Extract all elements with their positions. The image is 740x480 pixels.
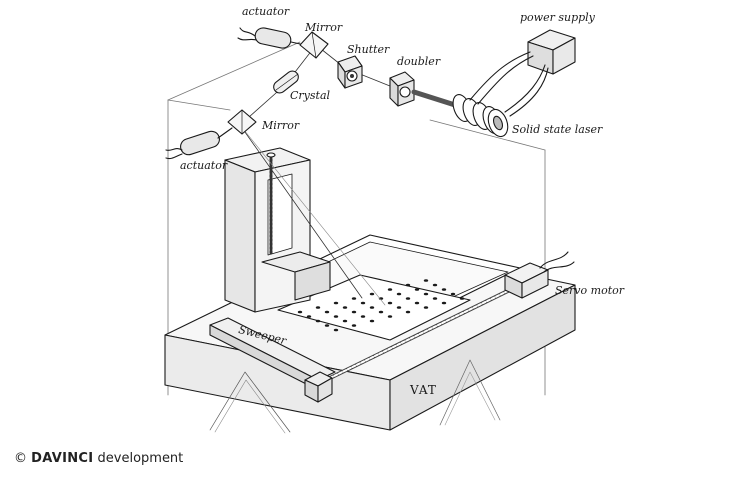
platform-hole <box>423 306 429 309</box>
servo-rail <box>304 283 522 403</box>
solid-state-laser <box>411 89 509 138</box>
platform-holes <box>297 279 465 332</box>
label-doubler: doubler <box>397 55 441 68</box>
platform-hole <box>360 315 366 318</box>
platform-hole <box>405 283 411 287</box>
brand-suffix: development <box>97 451 184 466</box>
platform-hole <box>351 310 357 314</box>
platform-hole <box>423 279 429 282</box>
servo-motor <box>504 251 575 299</box>
platform-hole <box>351 297 357 300</box>
label-mirror-top: Mirror <box>305 21 343 34</box>
platform-hole <box>333 315 339 318</box>
platform-hole <box>342 306 348 309</box>
platform-hole <box>324 324 330 327</box>
platform-hole <box>387 301 393 305</box>
label-vat: VAT <box>410 383 437 397</box>
platform-hole <box>450 292 456 296</box>
platform-hole <box>387 315 393 318</box>
mirror-top <box>299 31 329 59</box>
platform-hole <box>396 306 402 309</box>
platform-hole <box>342 319 348 323</box>
platform-hole <box>333 301 339 305</box>
platform-hole <box>459 297 465 300</box>
power-supply <box>469 29 576 117</box>
platform-hole <box>369 319 375 323</box>
label-solid-state-laser: Solid state laser <box>512 123 603 136</box>
platform-hole <box>441 288 447 291</box>
platform-hole <box>423 292 429 296</box>
copyright-notice: © DAVINCI development <box>14 452 183 465</box>
platform-hole <box>324 310 330 314</box>
platform-hole <box>414 288 420 291</box>
platform-hole <box>405 297 411 300</box>
platform-hole <box>414 301 420 305</box>
crystal <box>273 70 299 94</box>
platform-hole <box>432 283 438 287</box>
platform-hole <box>369 292 375 296</box>
label-shutter: Shutter <box>347 43 390 56</box>
doubler <box>389 71 415 107</box>
label-mirror-lower: Mirror <box>262 119 300 132</box>
elevator-tower <box>224 147 331 313</box>
platform-hole <box>315 306 321 309</box>
brand-name: DAVINCI <box>31 451 94 466</box>
platform-hole <box>315 319 321 323</box>
platform-hole <box>360 301 366 305</box>
actuator-lower <box>165 127 233 160</box>
platform-hole <box>297 310 303 314</box>
shutter <box>337 55 363 89</box>
platform-hole <box>405 310 411 314</box>
platform-hole <box>378 297 384 300</box>
label-actuator-top: actuator <box>242 5 290 18</box>
label-actuator-lower: actuator <box>180 159 228 172</box>
label-servo-motor: Servo motor <box>555 284 624 297</box>
platform-hole <box>387 288 393 291</box>
platform-hole <box>306 315 312 318</box>
mirror-lower <box>227 109 257 135</box>
label-power-supply: power supply <box>520 11 595 24</box>
platform-hole <box>378 310 384 314</box>
platform-hole <box>333 328 339 332</box>
platform-hole <box>432 297 438 300</box>
label-crystal: Crystal <box>290 89 331 102</box>
platform-hole <box>351 324 357 327</box>
copyright-symbol: © <box>14 451 27 466</box>
platform-hole <box>441 301 447 305</box>
platform-hole <box>396 292 402 296</box>
platform-hole <box>369 306 375 309</box>
actuator-top <box>237 27 306 49</box>
